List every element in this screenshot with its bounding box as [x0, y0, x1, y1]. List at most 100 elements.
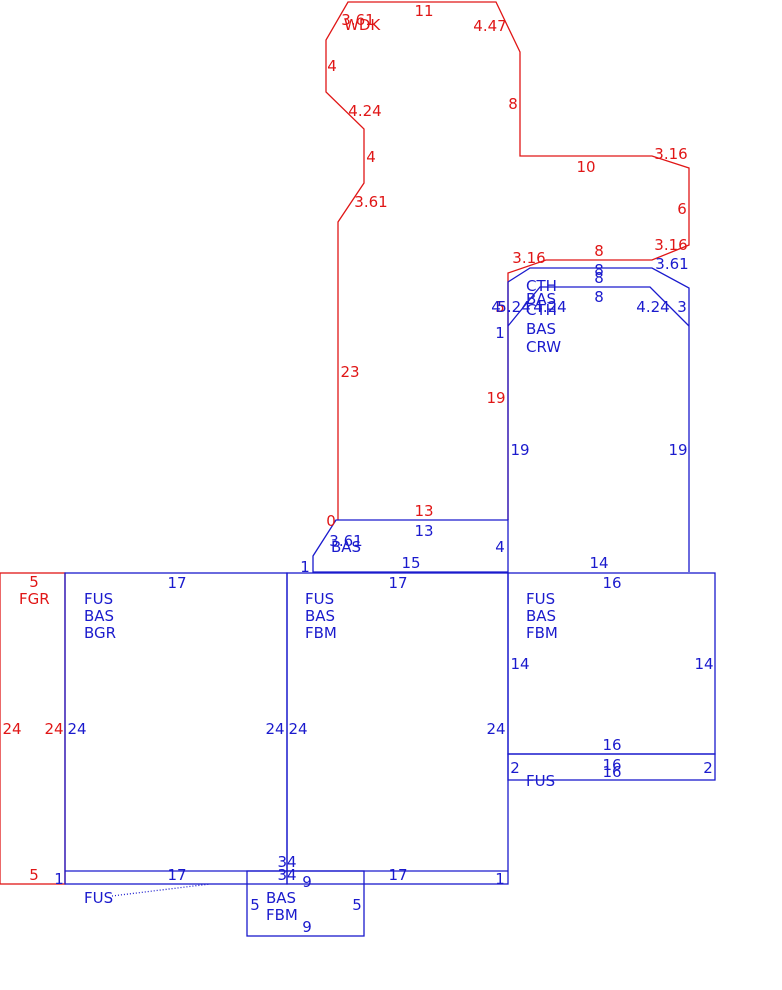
- area-label-fus-bas-bgr: FUS BAS BGR: [84, 590, 119, 642]
- area-label-line: WDK: [344, 16, 381, 34]
- dimension-label: 4: [495, 538, 505, 556]
- area-label-line: BAS: [266, 889, 296, 907]
- dimension-label: 4: [366, 148, 376, 166]
- area-label-line: FUS: [305, 590, 334, 608]
- dimension-label: 5: [29, 573, 39, 591]
- dimension-label: 24: [67, 720, 86, 738]
- dimension-label: 4: [491, 298, 501, 316]
- dimension-label: 19: [486, 389, 505, 407]
- dimension-label: 15: [401, 554, 420, 572]
- area-label-line: BAS: [305, 607, 335, 625]
- area-label-fus-bas-fbm-mid: FUS BAS FBM: [305, 590, 340, 642]
- area-label-line: BAS: [526, 607, 556, 625]
- dimension-label: 4.47: [473, 17, 506, 35]
- dimension-label: 24: [2, 720, 21, 738]
- dimension-label: 17: [167, 866, 186, 884]
- area-label-cth-bas-cth: CTH BAS CTH: [526, 277, 562, 319]
- dimension-label: 19: [510, 441, 529, 459]
- area-label-line: BGR: [84, 624, 116, 642]
- dimension-label: 34: [277, 866, 296, 884]
- dimension-label: 1: [495, 870, 505, 888]
- dimension-label: 3.61: [354, 193, 387, 211]
- dimension-label: 5.24: [497, 298, 530, 316]
- dimension-label: 5: [250, 896, 260, 914]
- dimension-label: 24: [44, 720, 63, 738]
- area-label-line: FUS: [526, 772, 555, 790]
- bottom-box-outline: [246, 870, 365, 937]
- area-label-fus-bas-fbm-right: FUS BAS FBM: [526, 590, 561, 642]
- dimension-label: 5: [352, 896, 362, 914]
- dimension-label: 2: [703, 759, 713, 777]
- dimension-label: 16: [602, 756, 621, 774]
- dimension-label: 14: [510, 655, 529, 673]
- area-label-line: CTH: [526, 277, 557, 295]
- right-strip-outline: [507, 753, 716, 781]
- dimension-label: 5: [495, 298, 505, 316]
- dimension-labels: 11 3.61 4.47 4 8 4.24 4 3.61 10 3.16 6 3…: [2, 2, 713, 936]
- small-bump-outline: [312, 519, 509, 573]
- dimension-label: 8: [508, 95, 518, 113]
- dimension-label: 10: [576, 158, 595, 176]
- area-label-line: CRW: [526, 338, 561, 356]
- area-label-line: FBM: [266, 906, 298, 924]
- dimension-label: 2: [510, 759, 520, 777]
- blue-outlines: [64, 267, 716, 937]
- wood-deck-outline: [325, 1, 690, 520]
- dimension-label: 4.24: [348, 102, 381, 120]
- dimension-label: 24: [265, 720, 284, 738]
- upper-wing-outline: [507, 267, 690, 572]
- dimension-label: 8: [594, 269, 604, 287]
- area-label-line: FGR: [19, 590, 50, 608]
- area-label-line: FBM: [305, 624, 337, 642]
- area-label-line: BAS: [331, 538, 361, 556]
- dimension-label: 17: [388, 866, 407, 884]
- leader-line: [111, 883, 211, 897]
- dimension-label: 34: [277, 853, 296, 871]
- dimension-label: 14: [694, 655, 713, 673]
- dimension-label: 1: [495, 324, 505, 342]
- dimension-label: 1: [300, 558, 310, 576]
- dimension-label: 16: [602, 736, 621, 754]
- dimension-label: 14: [589, 554, 608, 572]
- dimension-label: 3.16: [654, 236, 687, 254]
- dimension-label: 23: [340, 363, 359, 381]
- dimension-label: 17: [388, 574, 407, 592]
- dimension-label: 13: [414, 502, 433, 520]
- dimension-label: 3: [677, 298, 687, 316]
- area-label-line: FUS: [526, 590, 555, 608]
- dimension-label: 3.61: [341, 11, 374, 29]
- dimension-label: 19: [668, 441, 687, 459]
- upper-wing-inner-outline: [507, 286, 690, 327]
- dimension-label: 1: [54, 870, 64, 888]
- area-label-line: BAS: [526, 320, 556, 338]
- area-label-line: FBM: [526, 624, 558, 642]
- area-label-line: CTH: [526, 301, 557, 319]
- dimension-label: 13: [414, 522, 433, 540]
- dimension-label: 0: [326, 512, 336, 530]
- dimension-label: 8: [594, 288, 604, 306]
- dimension-label: 3.61: [329, 532, 362, 550]
- area-label-line: BAS: [84, 607, 114, 625]
- dimension-label: 9: [302, 918, 312, 936]
- dimension-label: 3.61: [655, 255, 688, 273]
- area-label-bas-small: BAS: [331, 538, 361, 556]
- dimension-label: 24: [288, 720, 307, 738]
- area-label-wdk: WDK: [344, 16, 381, 34]
- dimension-label: 17: [167, 574, 186, 592]
- dimension-label: 3.16: [512, 249, 545, 267]
- dimension-label: 3.16: [654, 145, 687, 163]
- dimension-label: 4.24: [533, 298, 566, 316]
- dimension-label: 8: [594, 261, 604, 279]
- area-label-fgr: FGR: [19, 590, 50, 608]
- dimension-label: 11: [414, 2, 433, 20]
- area-label-bas-crw: BAS CRW: [526, 320, 561, 356]
- area-label-line: BAS: [526, 290, 556, 308]
- dimension-label: 24: [486, 720, 505, 738]
- dimension-label: 9: [302, 873, 312, 891]
- red-outlines: [0, 1, 690, 885]
- area-label-fus-bottom: FUS: [84, 889, 113, 907]
- dimension-label: 4: [327, 57, 337, 75]
- dimension-label: 6: [677, 200, 687, 218]
- area-label-fus-strip: FUS: [526, 772, 555, 790]
